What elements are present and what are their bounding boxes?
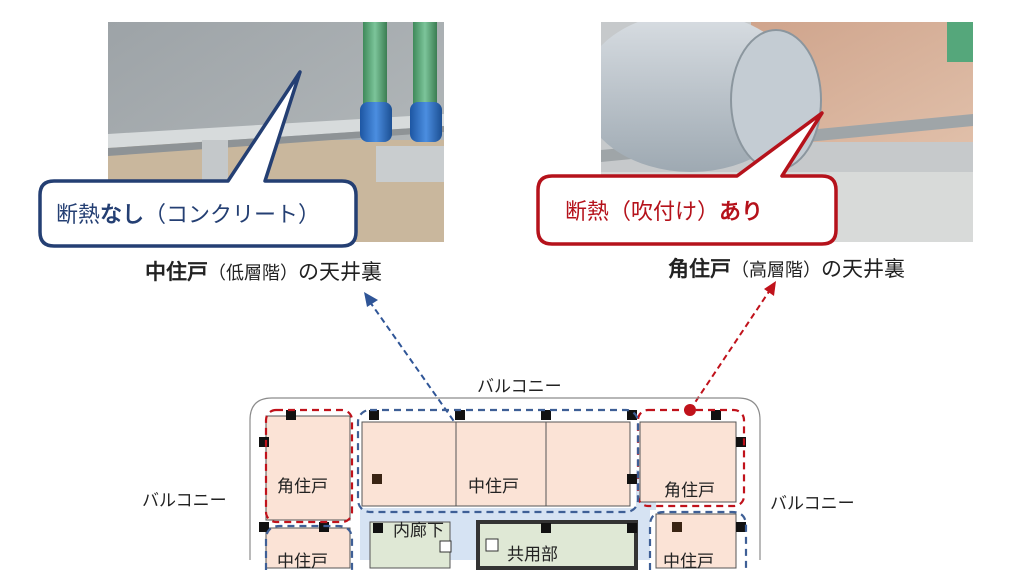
middle-unit-top-label: 中住戸 — [468, 477, 519, 497]
floor-plan — [249, 397, 761, 570]
middle-unit-bottom-left-label: 中住戸 — [277, 552, 328, 572]
common-area — [476, 520, 638, 570]
corner-unit-left — [265, 415, 351, 521]
right-caption-tail: の天井裏 — [821, 257, 905, 281]
right-caption-floor: （高層階） — [731, 260, 821, 281]
arrow-middle-unit — [364, 292, 471, 443]
right-caption-unit: 角住戸 — [668, 257, 731, 281]
right-bubble-prefix: 断熱（吹付け） — [565, 200, 720, 225]
left-bubble-prefix: 断熱 — [56, 203, 101, 228]
corner-unit-right — [639, 421, 737, 503]
corner-unit-right-highlight — [636, 408, 746, 508]
right-caption: 角住戸（高層階）の天井裏 — [668, 253, 905, 283]
left-caption: 中住戸（低層階）の天井裏 — [145, 256, 382, 286]
middle-unit-bottom-right-label: 中住戸 — [663, 552, 714, 572]
right-bubble-text: 断熱（吹付け）あり — [565, 194, 763, 226]
balcony-left-label: バルコニー — [142, 491, 227, 511]
left-caption-unit: 中住戸 — [145, 260, 208, 284]
arrow-corner-unit — [684, 281, 776, 416]
corner-unit-left-highlight — [264, 408, 354, 524]
corner-unit-right-label: 角住戸 — [664, 481, 715, 501]
left-speech-bubble — [38, 70, 358, 248]
left-bubble-suffix: （コンクリート） — [144, 203, 321, 228]
left-bubble-emphasis: なし — [100, 203, 145, 228]
balcony-top-label: バルコニー — [477, 377, 562, 397]
balcony-right-label: バルコニー — [770, 494, 855, 514]
left-caption-tail: の天井裏 — [298, 260, 382, 284]
left-caption-floor: （低層階） — [208, 263, 298, 284]
corner-unit-left-label: 角住戸 — [277, 477, 328, 497]
right-speech-bubble — [536, 111, 838, 246]
inner-corridor-label: 内廊下 — [393, 521, 444, 541]
left-bubble-text: 断熱なし（コンクリート） — [56, 197, 320, 229]
middle-unit-highlight — [356, 408, 640, 514]
right-bubble-emphasis: あり — [719, 200, 764, 225]
common-area-label: 共用部 — [507, 545, 558, 565]
